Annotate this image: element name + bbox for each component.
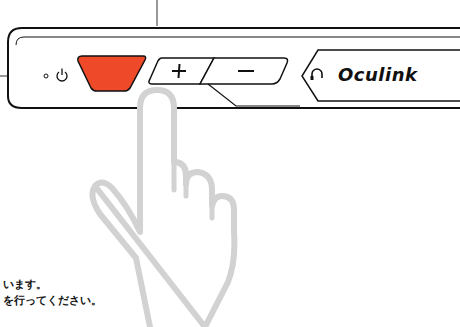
instruction-text: います。 <box>2 278 48 292</box>
panel-contour <box>208 84 300 106</box>
plus-symbol <box>179 64 180 78</box>
volume-down-button <box>200 58 288 84</box>
power-symbol <box>61 69 62 76</box>
leader-line <box>157 0 158 26</box>
headphone-icon <box>311 76 314 80</box>
device-body <box>8 28 460 108</box>
minus-symbol <box>238 70 254 72</box>
port-panel <box>302 50 460 101</box>
brand-label: Oculink <box>338 64 417 85</box>
body-bevel <box>16 37 460 45</box>
finger-crease <box>174 162 212 218</box>
instruction-text: を行ってください。 <box>2 294 103 308</box>
led-indicator <box>44 74 48 78</box>
power-button <box>78 56 146 91</box>
pointing-hand <box>92 90 234 327</box>
